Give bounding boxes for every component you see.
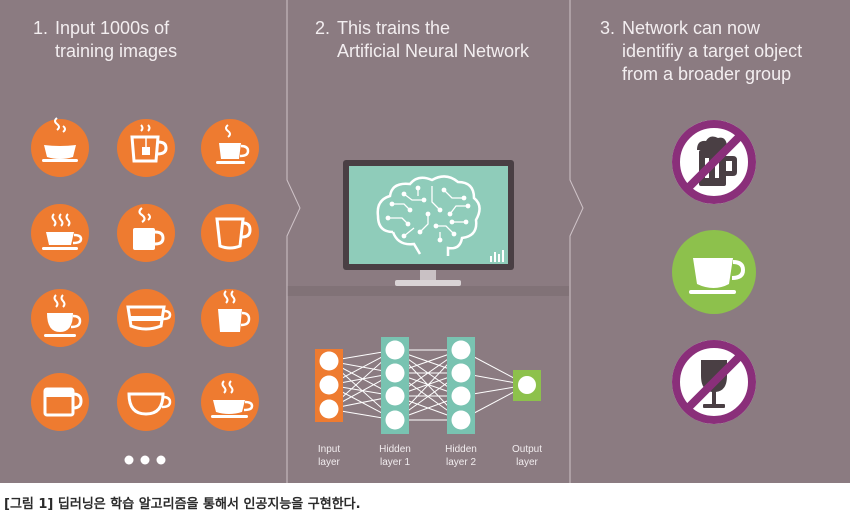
hidden-1-node-3 (385, 386, 405, 406)
step-2-line-1: This trains the (337, 18, 451, 38)
steaming-tumbler-icon (201, 289, 259, 347)
step-2-line-2: Artificial Neural Network (337, 41, 530, 61)
step-3-line-1: Network can now (622, 18, 761, 38)
step-1-line-1: Input 1000s of (55, 18, 170, 38)
hidden-layer-1-label: Hidden layer 1 (360, 443, 430, 469)
hidden-layer-1-label-line-2: layer 1 (379, 457, 410, 468)
no-wine-icon (672, 340, 756, 424)
input-layer-label: Input layer (294, 443, 364, 469)
monitor-stand (395, 280, 461, 286)
bar-graph-icon (490, 250, 504, 262)
circuit-lines (388, 186, 468, 240)
steaming-cup-icon (31, 117, 89, 177)
step-1-line-2: training images (55, 41, 178, 61)
hidden-layer-1-label-line-1: Hidden (379, 444, 411, 455)
more-dot-2 (140, 455, 150, 465)
hidden-2-node-1 (451, 340, 471, 360)
circuit-nodes (385, 185, 471, 243)
brain-circuit-icon (376, 175, 481, 256)
bowl-cup-icon (117, 373, 175, 431)
coffee-cup-icon (672, 230, 756, 314)
input-node-2 (319, 375, 339, 395)
tall-cup-icon (201, 204, 259, 262)
monitor-shadow (287, 286, 569, 296)
hidden-2-node-4 (451, 410, 471, 430)
hidden-layer-2-label: Hidden layer 2 (426, 443, 496, 469)
network-nodes (319, 340, 536, 430)
monitor-icon (343, 160, 514, 286)
output-layer-label-line-1: Output (511, 444, 543, 455)
neural-network (315, 337, 541, 434)
step-3-number: 3. (600, 18, 616, 38)
hidden-1-node-1 (385, 340, 405, 360)
hidden-2-node-2 (451, 363, 471, 383)
steaming-saucer-cup-icon (31, 204, 89, 262)
hidden-1-node-2 (385, 363, 405, 383)
output-layer-label: Output layer (492, 443, 562, 469)
hidden-2-node-3 (451, 386, 471, 406)
tea-mug-icon (117, 119, 175, 177)
output-node-1 (518, 376, 536, 394)
figure-caption: [그림 1] 딥러닝은 학습 알고리즘을 통해서 인공지능을 구현한다. (4, 497, 361, 512)
hidden-layer-2-label-line-2: layer 2 (445, 457, 476, 468)
small-steaming-cup-icon (201, 119, 259, 177)
no-beer-icon (672, 120, 756, 204)
steaming-goblet-cup-icon (31, 289, 89, 347)
separator-2 (569, 0, 584, 483)
input-node-1 (319, 351, 339, 371)
steaming-mug-icon (117, 204, 175, 262)
wide-bowl-cup-icon (117, 289, 175, 347)
more-dot-1 (124, 455, 134, 465)
more-dot-3 (156, 455, 166, 465)
steaming-wide-cup-icon (201, 373, 259, 431)
square-mug-icon (31, 373, 89, 431)
input-layer-label-line-1: Input (317, 444, 341, 455)
step-1-number: 1. (33, 18, 49, 38)
step-3-line-2: identifiy a target object (622, 41, 803, 61)
input-image-grid (31, 117, 259, 465)
input-layer-label-line-2: layer (318, 457, 340, 468)
separator-1 (286, 0, 301, 483)
hidden-1-node-4 (385, 410, 405, 430)
output-layer-label-line-2: layer (516, 457, 538, 468)
input-node-3 (319, 399, 339, 419)
hidden-layer-2-label-line-1: Hidden (445, 444, 477, 455)
step-2-number: 2. (315, 18, 331, 38)
step-3-line-3: from a broader group (622, 64, 792, 84)
